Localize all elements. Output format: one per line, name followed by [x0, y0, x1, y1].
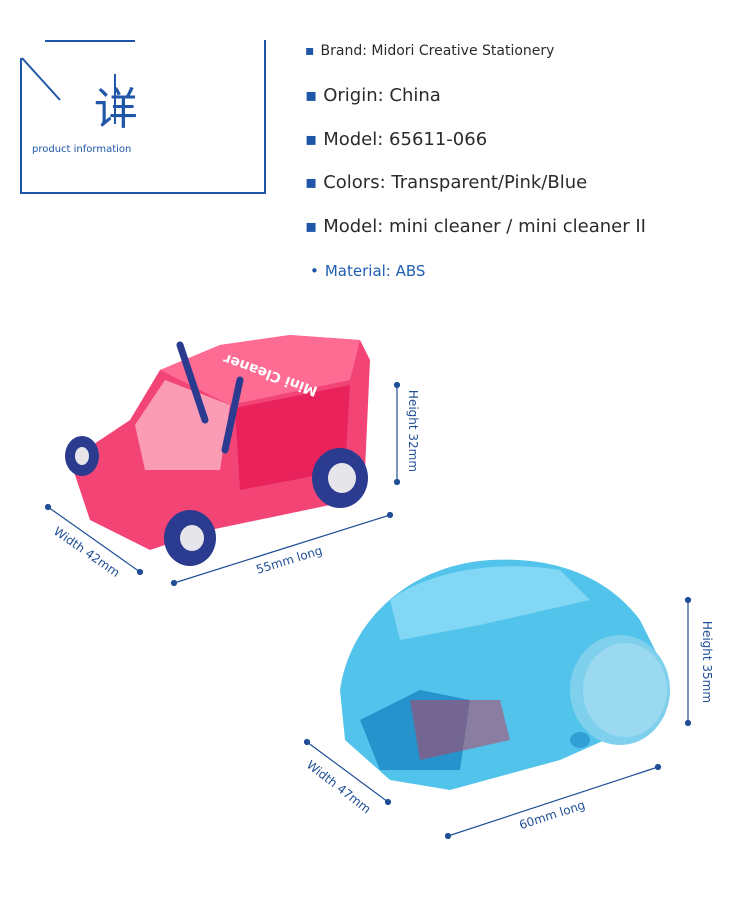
badge-right-line	[264, 40, 266, 194]
badge-char: 详	[94, 84, 138, 135]
badge-subtitle: product information	[32, 144, 132, 155]
spec-material: •Material: ABS	[310, 262, 426, 280]
badge-diagonal	[21, 57, 61, 101]
badge-left-line	[20, 58, 22, 194]
pink-mini-cleaner: Mini Cleaner	[65, 335, 370, 566]
blue-dimensions	[303, 596, 692, 840]
bullet-icon: •	[310, 262, 319, 280]
bullet-icon: ▪	[305, 172, 318, 193]
badge-mid-line	[114, 74, 116, 124]
spec-colors: ▪Colors: Transparent/Pink/Blue	[305, 172, 588, 193]
blue-mini-cleaner	[340, 559, 670, 790]
spec-brand: ▪Brand: Midori Creative Stationery	[305, 43, 555, 59]
bullet-icon: ▪	[305, 216, 318, 237]
blue-height-label: Height 35mm	[700, 620, 715, 704]
pink-height-label: Height 32mm	[406, 389, 421, 473]
spec-model-number: ▪Model: 65611-066	[305, 129, 488, 150]
spec-origin: ▪Origin: China	[305, 85, 441, 106]
spec-model-names: ▪Model: mini cleaner / mini cleaner II	[305, 216, 646, 237]
badge-top-line	[45, 40, 135, 42]
pink-dimensions	[44, 381, 401, 587]
bullet-icon: ▪	[305, 85, 318, 106]
product-info-badge: 详 product information	[20, 40, 266, 194]
bullet-icon: ▪	[305, 129, 318, 150]
bullet-icon: ▪	[305, 43, 315, 59]
badge-bottom-line	[20, 192, 266, 194]
